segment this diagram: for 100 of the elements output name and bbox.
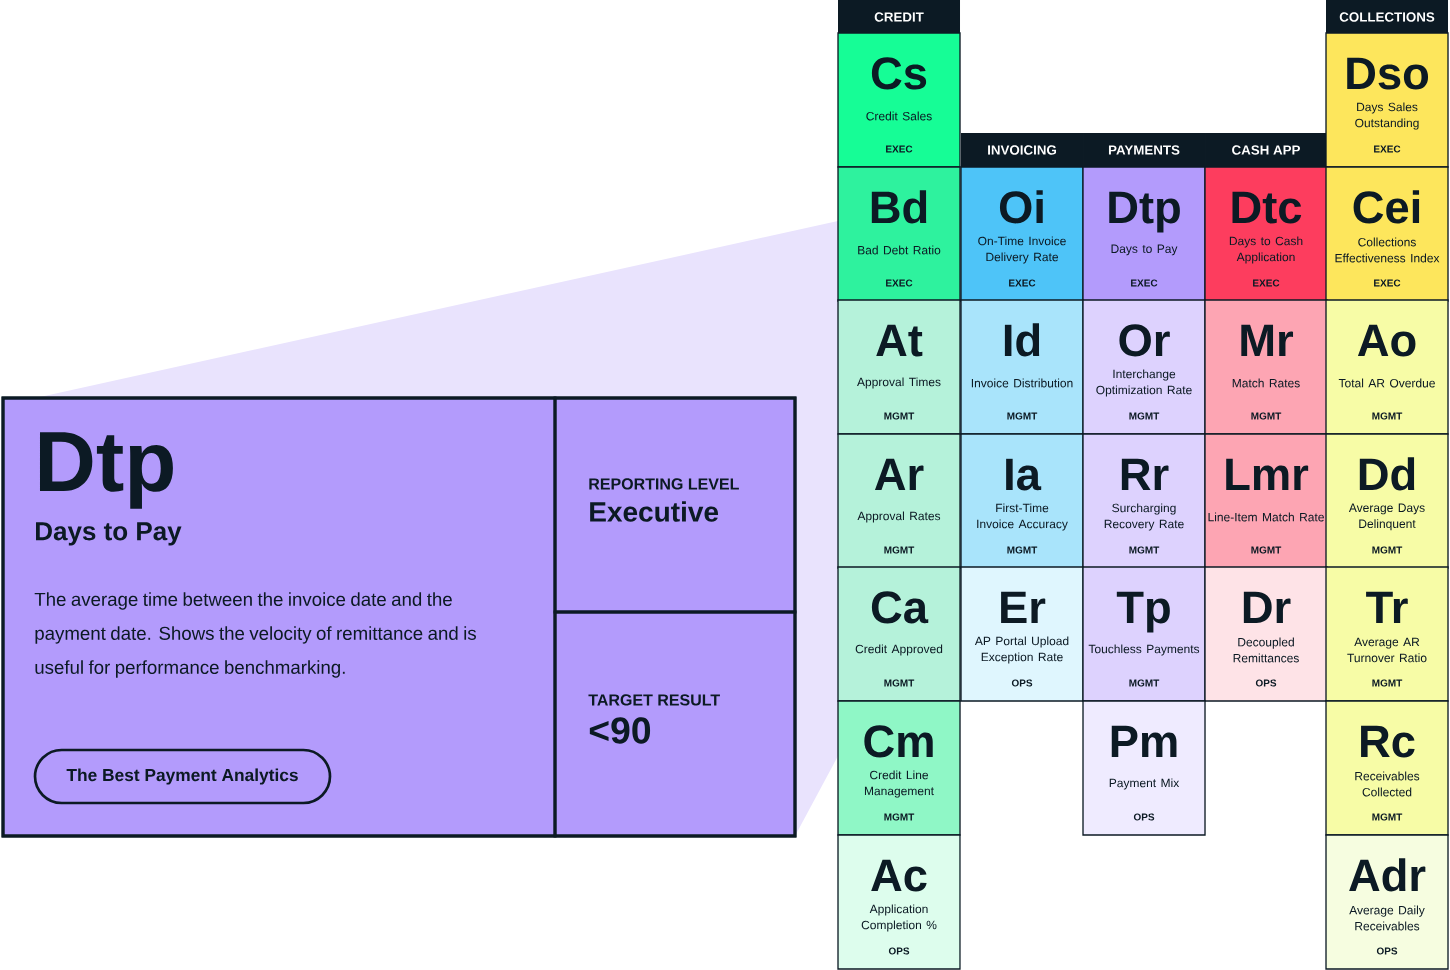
metric-name: Credit Approved: [855, 644, 943, 656]
metric-symbol: Tp: [1116, 591, 1170, 633]
metric-symbol: Cm: [864, 725, 933, 758]
metric-tile: [960, 166, 1084, 302]
level-label: OPS: [1376, 947, 1398, 955]
column-header: CREDIT: [838, 0, 960, 34]
metric-name: Approval Rates: [857, 511, 941, 523]
metric-tile: [1325, 166, 1449, 302]
metric-tile: [837, 834, 961, 970]
field-value: <90: [589, 717, 651, 744]
metric-name: AP Portal Upload Exception Rate: [974, 636, 1069, 664]
metric-tile: [837, 700, 961, 836]
level-label: MGMT: [1129, 679, 1160, 687]
metric-name: Days to Pay: [36, 522, 182, 546]
metric-name: Bad Debt Ratio: [858, 245, 941, 255]
metric-symbol: Dd: [1359, 457, 1415, 491]
metric-symbol: Rr: [1121, 458, 1169, 490]
metric-name: Days to Pay: [1111, 244, 1178, 256]
metric-tile: [1082, 700, 1206, 836]
metric-tile: [1204, 166, 1328, 302]
metric-symbol: Pm: [1111, 725, 1177, 757]
metric-name: Payment Mix: [1109, 778, 1180, 790]
level-label: OPS: [1255, 679, 1277, 687]
metric-symbol: Dr: [1243, 591, 1291, 623]
detail-panel: [1, 396, 557, 838]
level-label: EXEC: [1374, 145, 1401, 153]
metric-name: Average Daily Receivables: [1349, 905, 1425, 931]
metric-name: Average AR Turnover Ratio: [1347, 637, 1427, 663]
field-value: Executive: [590, 501, 719, 522]
metric-name: Match Rates: [1232, 378, 1300, 388]
level-label: MGMT: [1251, 412, 1282, 420]
metric-symbol: Dso: [1347, 57, 1429, 90]
metric-name: Credit Line Management: [864, 770, 934, 798]
metric-symbol: Adr: [1349, 858, 1426, 892]
metric-symbol: Ar: [874, 458, 924, 490]
metric-name: Decoupled Remittances: [1233, 637, 1299, 663]
metric-tile: [960, 433, 1084, 569]
metric-symbol: Or: [1119, 324, 1170, 357]
level-label: MGMT: [884, 546, 915, 554]
level-label: MGMT: [884, 813, 915, 821]
metric-name: Application Completion %: [861, 904, 937, 932]
metric-symbol: Er: [1001, 591, 1046, 623]
metric-tile: [837, 32, 961, 168]
metric-tile: [1204, 566, 1328, 702]
metric-name: Touchless Payments: [1088, 644, 1200, 656]
detail-panel: [553, 610, 797, 838]
level-label: EXEC: [1374, 279, 1401, 287]
column-header: INVOICING: [961, 133, 1083, 167]
metric-tile: [1204, 299, 1328, 435]
metric-symbol: Cei: [1353, 190, 1420, 224]
node-label: INVOICING: [988, 145, 1057, 155]
metric-tile: [960, 299, 1084, 435]
metric-name: Invoice Distribution: [971, 378, 1073, 388]
metric-tile: [837, 299, 961, 435]
metric-tile: [1325, 299, 1449, 435]
metric-name: Credit Sales: [866, 111, 932, 121]
metric-tile: [837, 166, 961, 302]
metric-name: Receivables Collected: [1355, 771, 1420, 797]
level-label: MGMT: [884, 412, 915, 420]
metric-symbol: Oi: [999, 190, 1043, 224]
metric-tile: [1204, 433, 1328, 569]
metric-symbol: Dtp: [1109, 191, 1180, 233]
metric-tile: [837, 433, 961, 569]
column-header: PAYMENTS: [1083, 133, 1205, 167]
metric-tile: [960, 566, 1084, 702]
level-label: MGMT: [1372, 412, 1403, 420]
metric-tile: [1325, 566, 1449, 702]
metric-tile: [1325, 700, 1449, 836]
level-label: MGMT: [1129, 546, 1160, 554]
level-label: OPS: [1011, 679, 1033, 687]
level-label: EXEC: [1131, 279, 1158, 287]
detail-card: [1, 396, 797, 838]
metric-name: Interchange Optimization Rate: [1096, 369, 1192, 397]
description-text: The average time between the invoice date and the payment date. Shows the velocity of remittance and is useful for performance benchmarking.: [34, 592, 476, 678]
metric-tile: [1325, 433, 1449, 569]
metric-tile: [837, 566, 961, 702]
level-label: MGMT: [1372, 679, 1403, 687]
metric-symbol: Id: [1004, 323, 1040, 357]
level-label: MGMT: [1251, 546, 1282, 554]
metric-name: Days to Cash Application: [1229, 236, 1303, 264]
metric-symbol: Mr: [1241, 324, 1294, 356]
metric-symbol: Ia: [1006, 458, 1042, 491]
metric-symbol: Ao: [1357, 324, 1416, 357]
pill-button: The Best Payment Analytics: [33, 748, 332, 805]
level-label: MGMT: [1007, 412, 1038, 420]
column-header: CASH APP: [1205, 133, 1327, 167]
metric-symbol: Bd: [871, 190, 927, 224]
level-label: EXEC: [886, 279, 913, 287]
metric-name: Collections Effectiveness Index: [1335, 237, 1440, 263]
metric-tile: [1082, 299, 1206, 435]
metric-symbol: Dtc: [1232, 191, 1302, 224]
level-label: EXEC: [886, 145, 913, 153]
level-label: MGMT: [1007, 546, 1038, 554]
level-label: EXEC: [1009, 279, 1036, 287]
column-header: COLLECTIONS: [1326, 0, 1448, 34]
level-label: MGMT: [1129, 412, 1160, 420]
metric-symbol: Ca: [871, 591, 929, 624]
level-label: OPS: [888, 947, 910, 955]
metric-symbol: Tr: [1366, 591, 1408, 623]
metric-symbol: At: [876, 324, 923, 357]
